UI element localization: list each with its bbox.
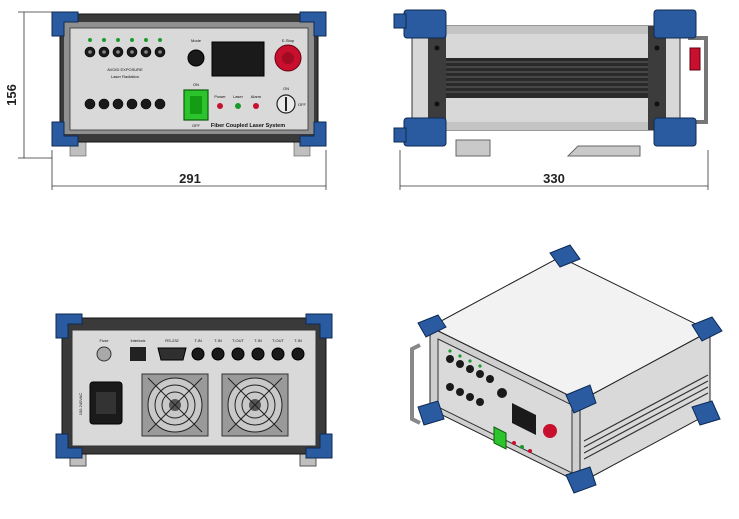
- switch-off-label: OFF: [192, 123, 201, 128]
- iso-handle: [410, 343, 421, 425]
- side-bracket: [403, 9, 697, 147]
- svg-text:T-IN: T-IN: [294, 338, 302, 343]
- top-section-subtitle: Laser Radiation: [111, 74, 139, 79]
- svg-text:T-OUT: T-OUT: [232, 338, 245, 343]
- height-dimension-label: 156: [4, 84, 19, 106]
- width-dimension-label: 291: [179, 171, 201, 186]
- front-view: 156 AVOID EXPOSURE Laser Radiation Mode …: [4, 11, 327, 190]
- bottom-connector-row: [84, 98, 166, 110]
- svg-text:Alarm: Alarm: [251, 94, 262, 99]
- key-off-label: OFF: [298, 102, 307, 107]
- back-corner-bracket: [55, 313, 333, 459]
- rs232-port: [157, 347, 187, 361]
- bnc-ports: [191, 347, 305, 361]
- heatsink: [446, 58, 648, 98]
- brand-text: Fiber Coupled Laser System: [211, 123, 285, 129]
- svg-text:T-OUT: T-OUT: [272, 338, 285, 343]
- svg-text:T-IN: T-IN: [194, 338, 202, 343]
- carry-handle: [688, 36, 708, 124]
- power-label: 100-240VAC: [78, 393, 83, 416]
- back-view: Fuse Interlock RS-232 T-IN T-IN T-OUT T-…: [55, 313, 333, 467]
- depth-dimension: [399, 150, 709, 190]
- fuse-holder: [96, 346, 112, 362]
- key-on-label: ON: [283, 86, 289, 91]
- svg-text:Power: Power: [214, 94, 226, 99]
- svg-text:Laser: Laser: [233, 94, 244, 99]
- height-dimension: [18, 11, 52, 159]
- side-view: 330: [393, 9, 709, 190]
- status-leds: Power Laser Alarm: [214, 94, 262, 109]
- lcd-display: [211, 41, 265, 77]
- svg-text:Interlock: Interlock: [130, 338, 145, 343]
- depth-dimension-label: 330: [543, 171, 565, 186]
- top-connector-row: [84, 38, 166, 58]
- top-section-title: AVOID EXPOSURE: [107, 67, 143, 72]
- switch-on-label: ON: [193, 82, 199, 87]
- svg-text:Fuse: Fuse: [100, 338, 110, 343]
- fan-left: [141, 373, 209, 437]
- svg-text:T-IN: T-IN: [214, 338, 222, 343]
- width-dimension: [51, 150, 327, 190]
- interlock-port: [130, 347, 146, 361]
- fan-right: [221, 373, 289, 437]
- power-switch[interactable]: [183, 89, 209, 121]
- iso-front-controls: [446, 349, 557, 453]
- svg-text:RS-232: RS-232: [165, 338, 179, 343]
- corner-bracket: [51, 11, 327, 147]
- knob-label: Mode: [191, 38, 202, 43]
- back-labels: Fuse Interlock RS-232 T-IN T-IN T-OUT T-…: [100, 338, 302, 343]
- estop-label: E-Stop: [282, 38, 295, 43]
- iso-bracket: [417, 244, 723, 494]
- mode-knob[interactable]: [187, 49, 205, 67]
- svg-text:T-IN: T-IN: [254, 338, 262, 343]
- isometric-view: [410, 244, 723, 494]
